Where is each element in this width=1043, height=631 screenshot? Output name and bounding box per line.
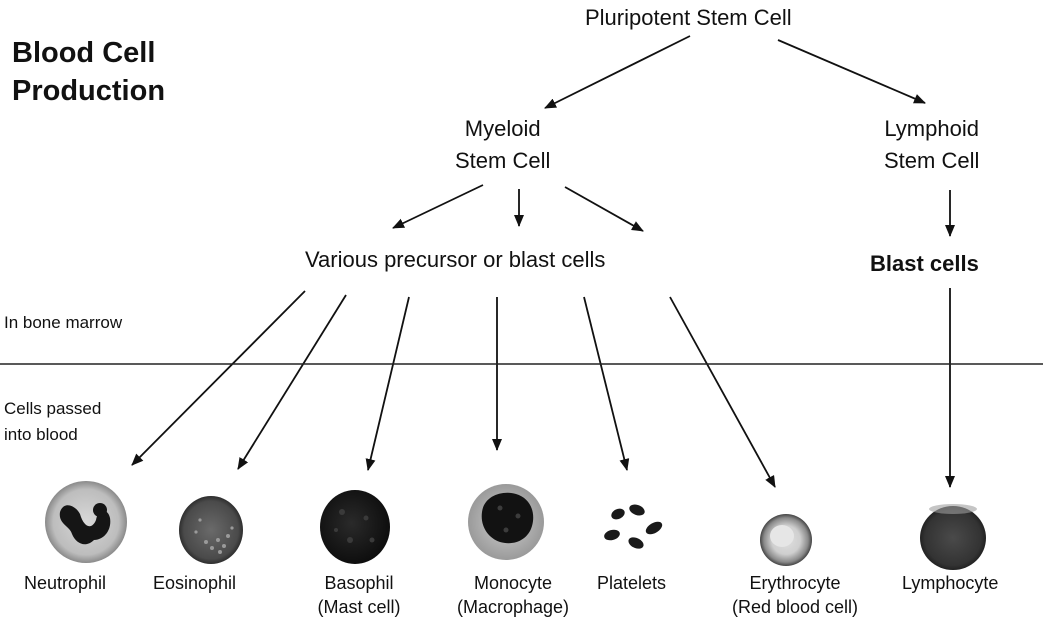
erythrocyte-line-2: (Red blood cell) <box>731 597 859 617</box>
basophil-line-1: Basophil <box>324 573 394 593</box>
basophil-cell-icon <box>320 490 390 564</box>
erythrocyte-line-1: Erythrocyte <box>749 573 841 593</box>
neutrophil-cell-icon <box>45 481 127 563</box>
label-neutrophil: Neutrophil <box>24 573 107 593</box>
diagram-title: Blood Cell Production <box>12 34 165 110</box>
label-cells-passed-into-blood: Cells passed into blood <box>4 396 101 448</box>
blood-label-line-1: Cells passed <box>4 399 102 418</box>
label-eosinophil: Eosinophil <box>153 573 237 593</box>
erythrocyte-cell-icon <box>760 514 812 566</box>
monocyte-line-1: Monocyte <box>473 573 553 593</box>
arrow-to-basophil <box>365 296 410 471</box>
lymphoid-line-1: Lymphoid <box>884 116 979 141</box>
basophil-line-2: (Mast cell) <box>317 597 401 617</box>
label-basophil: Basophil (Mast cell) <box>304 571 414 619</box>
node-precursor-blast-cells: Various precursor or blast cells <box>305 247 606 272</box>
label-lymphocyte: Lymphocyte <box>902 573 999 593</box>
node-myeloid-stem-cell: Myeloid Stem Cell <box>455 113 550 177</box>
title-line-2: Production <box>12 75 166 107</box>
arrow-myeloid-to-precursor-right <box>564 186 644 232</box>
node-pluripotent-stem-cell: Pluripotent Stem Cell <box>585 5 792 30</box>
arrow-to-erythrocyte <box>669 296 776 488</box>
label-monocyte: Monocyte (Macrophage) <box>438 571 588 619</box>
arrow-to-eosinophil <box>237 294 347 470</box>
arrow-pluripotent-to-myeloid <box>544 35 691 109</box>
node-lymphoid-stem-cell: Lymphoid Stem Cell <box>884 113 979 177</box>
node-blast-cells: Blast cells <box>870 251 979 276</box>
arrow-to-neutrophil <box>131 290 306 466</box>
label-platelets: Platelets <box>597 573 667 593</box>
lymphocyte-cell-icon <box>920 504 986 570</box>
blood-label-line-2: into blood <box>4 425 78 444</box>
platelets-icon <box>604 504 663 549</box>
arrow-pluripotent-to-lymphoid <box>777 39 926 104</box>
label-erythrocyte: Erythrocyte (Red blood cell) <box>710 571 880 619</box>
arrow-myeloid-to-precursor-left <box>392 184 484 229</box>
monocyte-line-2: (Macrophage) <box>456 597 570 617</box>
title-line-1: Blood Cell <box>12 37 156 69</box>
eosinophil-cell-icon <box>179 496 243 564</box>
myeloid-line-1: Myeloid <box>464 116 541 141</box>
lymphoid-line-2: Stem Cell <box>884 148 980 173</box>
arrow-to-platelets <box>583 296 630 471</box>
label-in-bone-marrow: In bone marrow <box>4 313 123 332</box>
myeloid-line-2: Stem Cell <box>455 148 551 173</box>
monocyte-cell-icon <box>468 484 544 560</box>
